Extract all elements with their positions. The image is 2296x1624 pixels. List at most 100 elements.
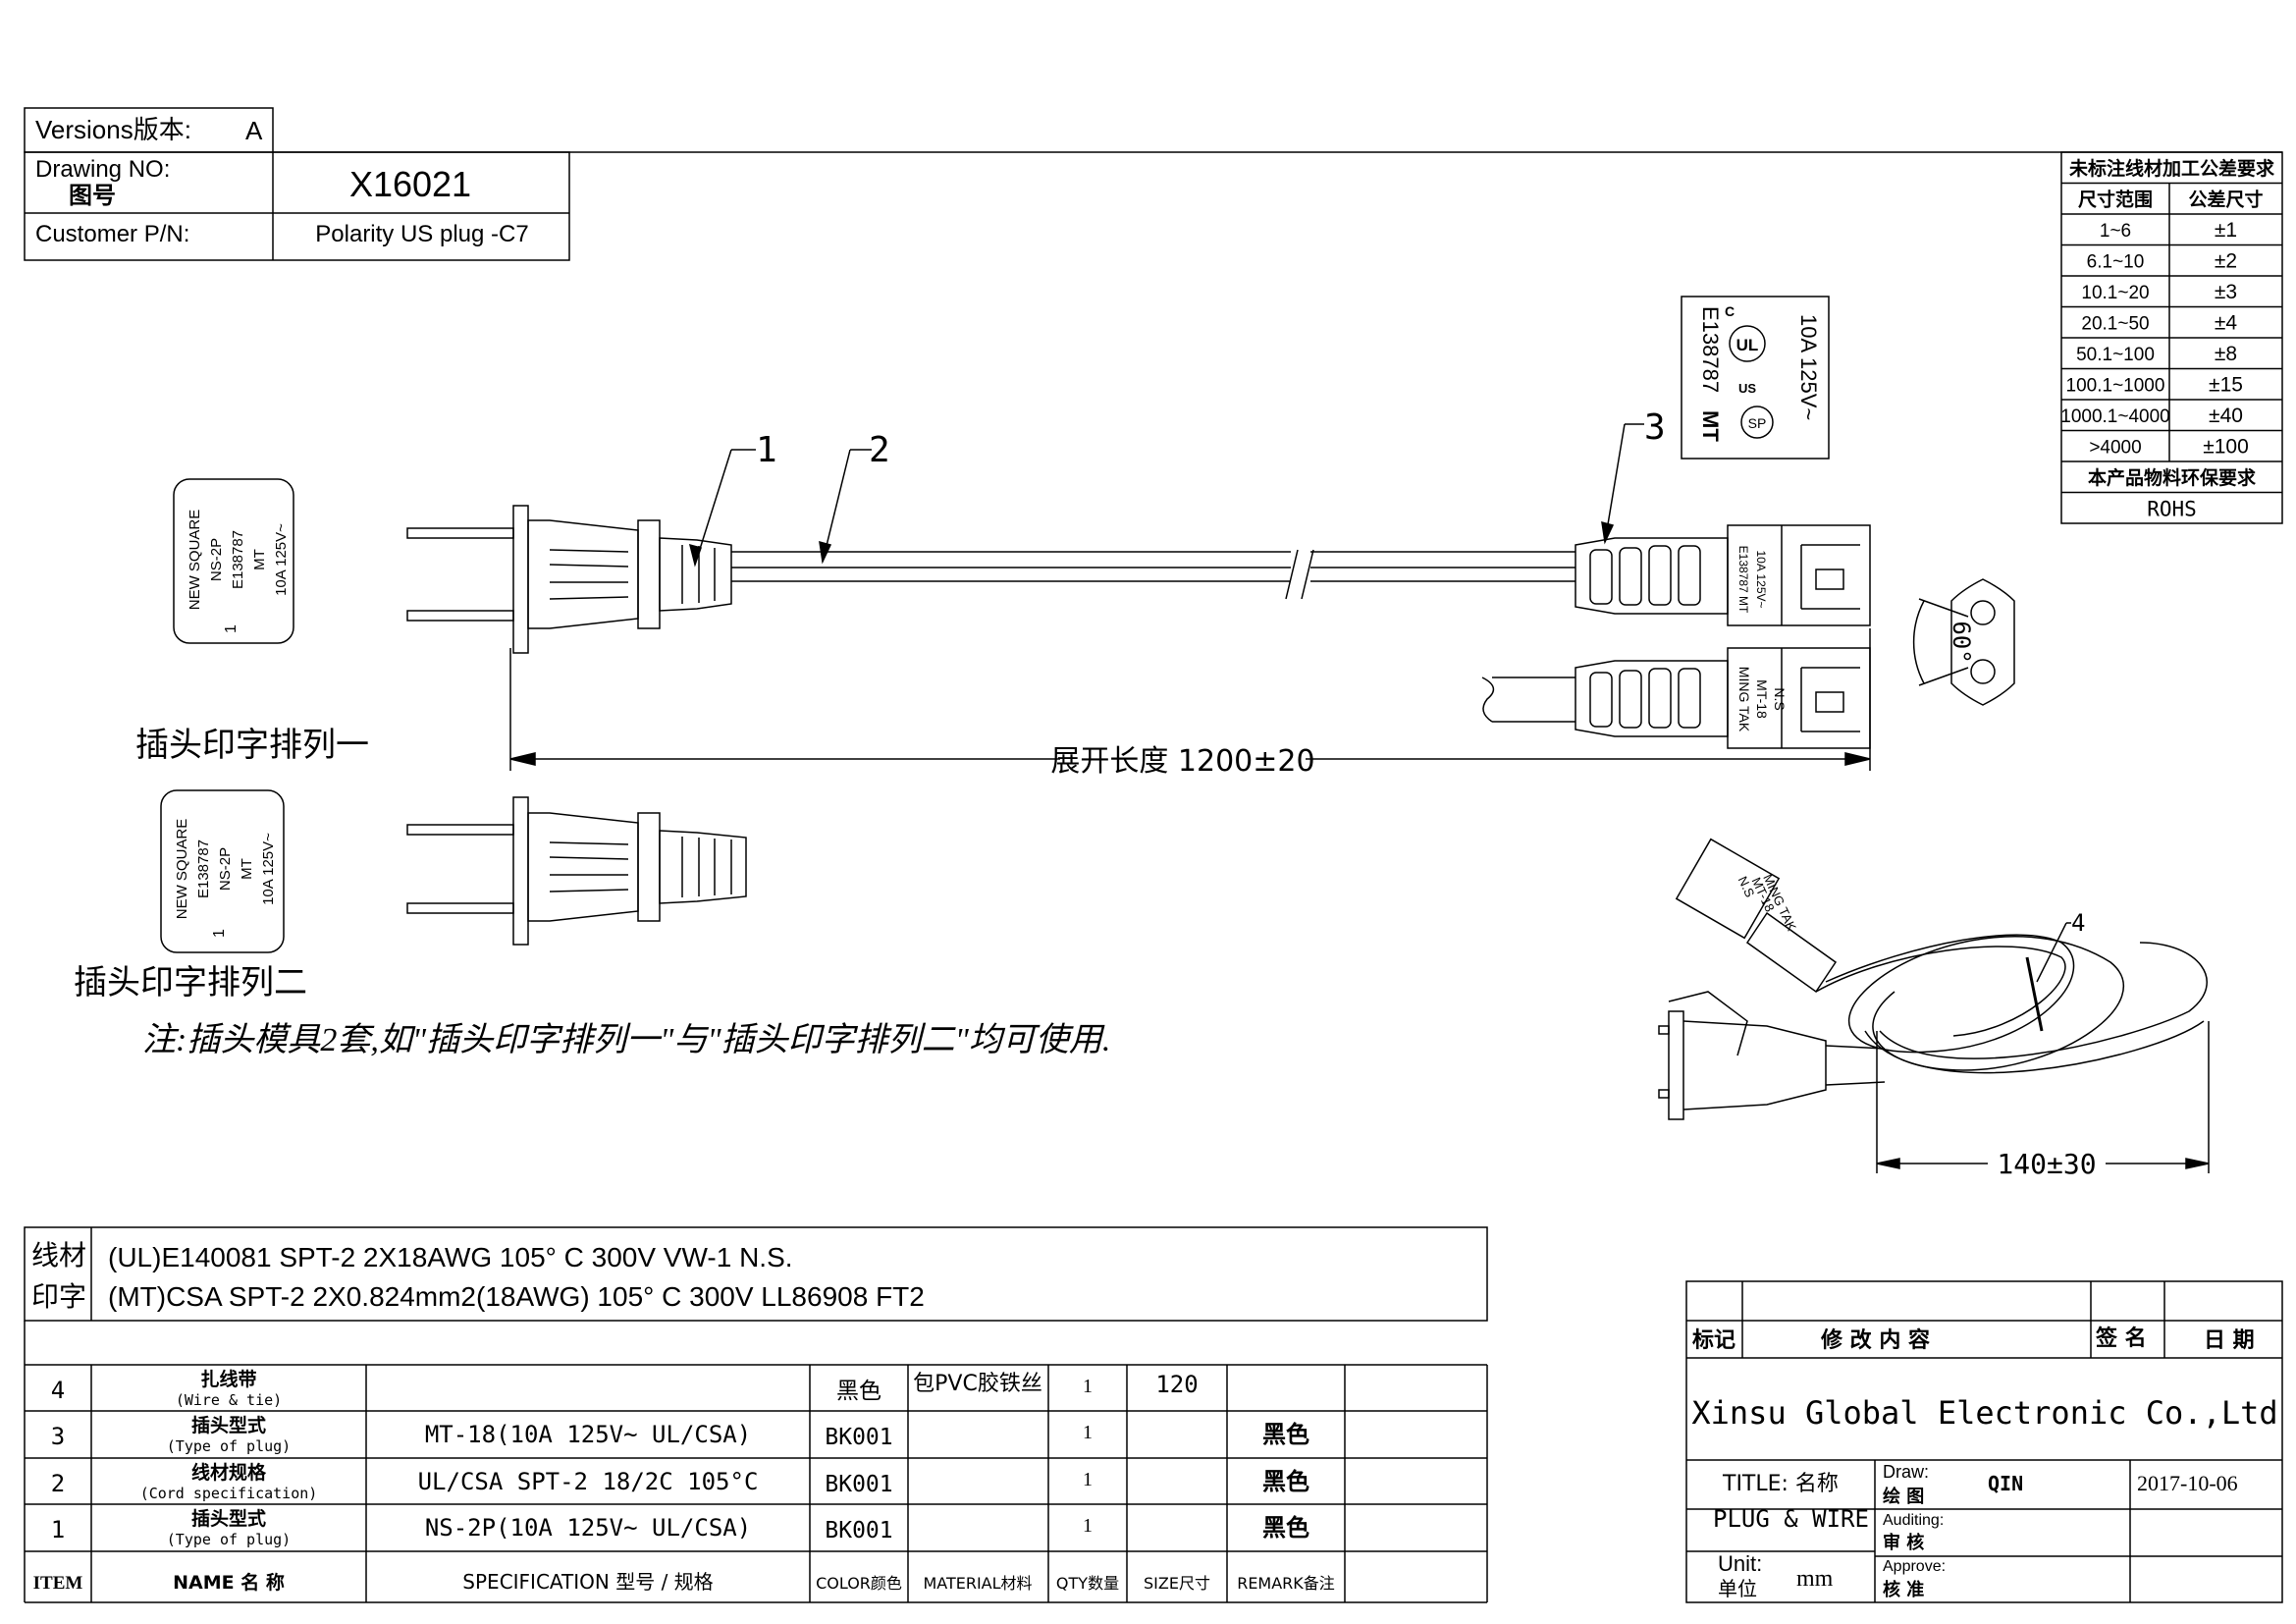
title-label: TITLE: 名称 — [1722, 1472, 1839, 1496]
bom-qty: 1 — [1083, 1376, 1093, 1397]
callout-1: 1 — [756, 430, 777, 470]
tolerance-col-range: 尺寸范围 — [2078, 189, 2153, 211]
tolerance-value-cell: ±40 — [2209, 405, 2243, 427]
usage-note: 注:插头模具2套,如"插头印字排列一"与"插头印字排列二"均可使用. — [142, 1022, 1110, 1058]
bom-item: 2 — [51, 1470, 65, 1497]
plug-2-marking-text: E138787 — [195, 839, 212, 898]
plug-marking-1: 插头印字排列一 — [135, 478, 369, 765]
rev-mark-header: 标记 — [1692, 1327, 1735, 1353]
versions-label: Versions版本: — [35, 115, 191, 144]
tolerance-value-cell: ±2 — [2215, 250, 2237, 273]
draw-date: 2017-10-06 — [2137, 1471, 2238, 1495]
us-plug-2 — [406, 796, 747, 946]
bom-color: BK001 — [825, 1472, 892, 1497]
bom-name-en: (Type of plug) — [167, 1531, 291, 1548]
bom-name-en: (Type of plug) — [167, 1437, 291, 1455]
bom-item: 1 — [51, 1516, 65, 1543]
audit-cn: 审 核 — [1883, 1532, 1924, 1553]
bom-spec: MT-18(10A 125V~ UL/CSA) — [425, 1421, 751, 1448]
plug-2-marking-text: MT — [239, 858, 255, 880]
plug-1-marking-text: NEW SQUARE — [187, 510, 203, 611]
bom-name-cn: 扎线带 — [200, 1368, 256, 1390]
bom-remark: 黑色 — [1262, 1421, 1309, 1448]
c7-bottom-marking-text: MING TAK — [1736, 667, 1752, 732]
ul-box-rating: 10A 125V~ — [1796, 314, 1821, 420]
bom-item: 3 — [51, 1423, 65, 1450]
plug-print-2-label: 插头印字排列二 — [74, 963, 307, 1002]
plug-1-marking-text: 10A 125V~ — [273, 523, 290, 596]
tolerance-title: 未标注线材加工公差要求 — [2068, 157, 2275, 180]
bom-name-cn: 插头型式 — [191, 1414, 266, 1436]
tolerance-range-cell: >4000 — [2089, 438, 2141, 459]
bom-size: 120 — [1155, 1371, 1198, 1398]
customer-pn-label: Customer P/N: — [35, 221, 189, 247]
tolerance-value-cell: ±1 — [2215, 219, 2237, 242]
cord — [731, 549, 1575, 600]
plug-1-mark: 1 — [223, 624, 240, 633]
ul-certification-box — [1681, 296, 1830, 460]
bom-item: 4 — [51, 1377, 65, 1404]
plug-print-1-label: 插头印字排列一 — [135, 726, 369, 765]
angle-dim-label: 60° — [1948, 621, 1975, 663]
env-value: ROHS — [2147, 498, 2197, 521]
title-value: PLUG & WIRE — [1713, 1505, 1869, 1533]
title-block: 标记 修 改 内 容 签 名 日 期 Xinsu Global Electron… — [1685, 1280, 2283, 1603]
c7-bottom-marking-text: N.S — [1772, 687, 1788, 710]
c7-bottom-marking-text: MT-18 — [1754, 679, 1770, 719]
wire-marking-label-2: 印字 — [31, 1280, 86, 1313]
csa-icon — [1740, 406, 1774, 439]
plug-2-marking-text: NEW SQUARE — [174, 819, 190, 920]
company-name: Xinsu Global Electronic Co.,Ltd — [1691, 1394, 2277, 1432]
c7-connector-bottom — [1481, 647, 1871, 749]
bom-name-en: (Cord specification) — [140, 1485, 318, 1502]
audit-label: Auditing: — [1883, 1512, 1944, 1529]
ul-box-file-no: E138787 — [1698, 306, 1723, 393]
bom-name-en: (Wire & tie) — [176, 1391, 282, 1409]
bom-table — [24, 1321, 1488, 1603]
tolerance-value-cell: ±8 — [2215, 343, 2237, 365]
bom-header-item: ITEM — [33, 1573, 83, 1594]
tolerance-value-cell: ±4 — [2215, 312, 2238, 335]
bom-header-material: MATERIAL材料 — [923, 1574, 1032, 1593]
plug-1-marking-text: NS-2P — [208, 538, 225, 581]
us-plug-1 — [406, 505, 732, 654]
ul-icon — [1729, 325, 1766, 362]
drawing-no-label: Drawing NO: — [35, 156, 170, 183]
unit-cn: 单位 — [1718, 1577, 1757, 1600]
c7-top-marking-text: 10A 125V~ — [1754, 550, 1768, 608]
wire-marking-label-1: 线材 — [31, 1239, 86, 1272]
tolerance-range-cell: 6.1~10 — [2087, 252, 2145, 273]
bom-qty: 1 — [1083, 1422, 1093, 1443]
customer-pn: Polarity US plug -C7 — [315, 221, 528, 247]
tolerance-range-cell: 1000.1~4000 — [2060, 406, 2169, 427]
bom-qty: 1 — [1083, 1469, 1093, 1490]
callout-4: 4 — [2071, 909, 2085, 937]
drawing-no-cn: 图号 — [69, 182, 116, 209]
c7-connector-top — [1575, 524, 1871, 626]
ul-box-sp: SP — [1748, 415, 1767, 431]
date-header: 日 期 — [2204, 1328, 2255, 1353]
plug-2-marking-text: 10A 125V~ — [260, 833, 277, 905]
bom-remark: 黑色 — [1262, 1514, 1309, 1542]
bom-name-cn: 插头型式 — [191, 1507, 266, 1530]
bom-header-name: NAME 名 称 — [173, 1571, 285, 1594]
bom-header-spec: SPECIFICATION 型号 / 规格 — [462, 1570, 713, 1594]
bom-color: 黑色 — [836, 1379, 881, 1404]
version-value: A — [245, 116, 263, 145]
rev-content-header: 修 改 内 容 — [1820, 1327, 1930, 1353]
callouts: 1 2 3 4 — [688, 407, 2085, 937]
tolerance-value-cell: ±3 — [2215, 281, 2237, 303]
bom-remark: 黑色 — [1262, 1468, 1309, 1495]
bom-name-cn: 线材规格 — [191, 1461, 267, 1484]
tolerance-value-cell: ±15 — [2209, 374, 2243, 397]
unit-label: Unit: — [1718, 1551, 1762, 1576]
tolerance-value-cell: ±100 — [2203, 436, 2249, 459]
bom-color: BK001 — [825, 1425, 892, 1450]
unit-value: mm — [1796, 1566, 1834, 1592]
drawing-number: X16021 — [349, 164, 471, 204]
c7-top-marking-text: E138787 MT — [1736, 546, 1750, 614]
header-block: Versions版本: A Drawing NO: 图号 X16021 Cust… — [24, 107, 2282, 261]
approve-cn: 核 准 — [1883, 1579, 1924, 1600]
